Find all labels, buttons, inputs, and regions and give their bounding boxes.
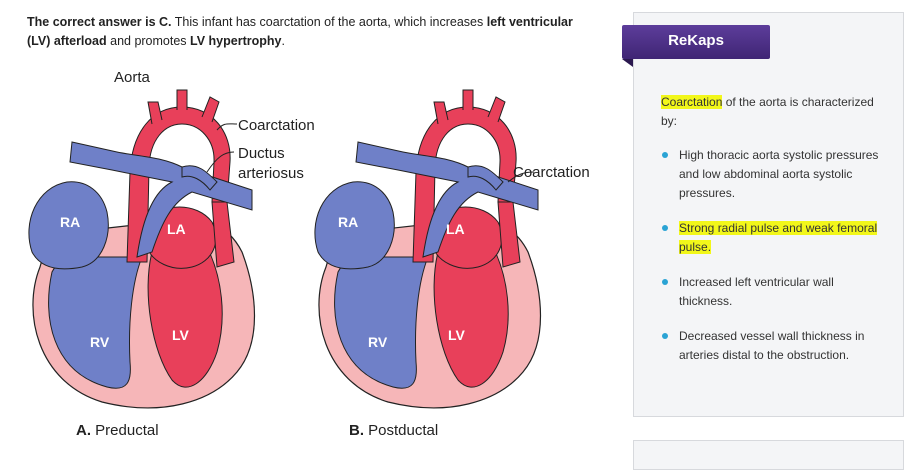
label-lv: LV bbox=[448, 327, 466, 343]
rekaps-panel bbox=[633, 12, 904, 417]
label-rv: RV bbox=[368, 334, 388, 350]
caption-postductal: B. Postductal bbox=[349, 422, 438, 439]
ductus-arteriosus bbox=[181, 165, 218, 191]
label-la: LA bbox=[446, 221, 465, 237]
rekaps-list: High thoracic aorta systolic pressures a… bbox=[661, 146, 879, 381]
next-panel bbox=[633, 440, 904, 470]
leader-line bbox=[507, 171, 535, 183]
bullet-icon bbox=[662, 333, 668, 339]
arch-branches bbox=[433, 89, 506, 125]
caption-text: Postductal bbox=[364, 422, 439, 439]
explanation-part: . bbox=[281, 34, 285, 48]
arch-branches bbox=[147, 89, 220, 125]
label-la: LA bbox=[167, 221, 186, 237]
label-lv: LV bbox=[172, 327, 190, 343]
leader-line bbox=[206, 151, 235, 173]
label-ra: RA bbox=[60, 214, 80, 230]
descending-aorta bbox=[497, 201, 521, 268]
label-ra: RA bbox=[338, 214, 358, 230]
list-item: Increased left ventricular wall thicknes… bbox=[661, 273, 879, 311]
list-item: High thoracic aorta systolic pressures a… bbox=[661, 146, 879, 203]
caption-preductal: A. Preductal bbox=[76, 422, 159, 439]
right-atrium bbox=[28, 181, 109, 270]
label-arteriosus: arteriosus bbox=[238, 165, 304, 182]
answer-lead: The correct answer is C. bbox=[27, 15, 172, 29]
caption-letter: B. bbox=[349, 422, 364, 439]
explanation-part: and promotes bbox=[106, 34, 191, 48]
explanation-bold: LV hypertrophy bbox=[190, 34, 282, 48]
label-aorta: Aorta bbox=[114, 69, 151, 86]
explanation-part: This infant has coarctation of the aorta… bbox=[171, 15, 487, 29]
list-item-text-highlighted: Strong radial pulse and weak femoral pul… bbox=[679, 221, 878, 254]
caption-letter: A. bbox=[76, 422, 91, 439]
rekaps-tab-fold bbox=[622, 59, 633, 67]
label-coarctation: Coarctation bbox=[238, 117, 315, 134]
bullet-icon bbox=[662, 279, 668, 285]
explanation-bold: left ventricular (LV) afterload bbox=[27, 15, 573, 48]
pulmonary-artery bbox=[69, 141, 253, 258]
label-coarctation: Coarctation bbox=[513, 164, 590, 181]
label-ductus: Ductus bbox=[238, 145, 285, 162]
pulmonary-artery bbox=[355, 141, 539, 258]
label-rv: RV bbox=[90, 334, 110, 350]
list-item-text: Decreased vessel wall thickness in arter… bbox=[679, 329, 865, 362]
bullet-icon bbox=[662, 225, 668, 231]
rekaps-title: ReKaps bbox=[622, 25, 770, 59]
list-item-text: High thoracic aorta systolic pressures a… bbox=[679, 148, 879, 200]
list-item: Decreased vessel wall thickness in arter… bbox=[661, 327, 879, 365]
descending-aorta bbox=[211, 201, 235, 268]
rekaps-intro-rest: of the aorta is characterized by: bbox=[661, 95, 874, 128]
explanation-text: The correct answer is C. This infant has… bbox=[27, 13, 597, 51]
ductus-arteriosus bbox=[467, 165, 504, 191]
rekaps-intro: Coarctation of the aorta is characterize… bbox=[661, 93, 881, 131]
heart-diagram-preductal: Aorta Coarctation Ductus arteriosus RA L… bbox=[28, 69, 315, 409]
heart-diagram-postductal: Coarctation RA LA RV LV bbox=[314, 89, 590, 409]
bullet-icon bbox=[662, 152, 668, 158]
list-item-text: Increased left ventricular wall thicknes… bbox=[679, 275, 834, 308]
leader-line bbox=[216, 123, 238, 131]
list-item: Strong radial pulse and weak femoral pul… bbox=[661, 219, 879, 257]
right-atrium bbox=[314, 181, 395, 270]
highlight-coarctation: Coarctation bbox=[661, 95, 723, 109]
caption-text: Preductal bbox=[91, 422, 159, 439]
